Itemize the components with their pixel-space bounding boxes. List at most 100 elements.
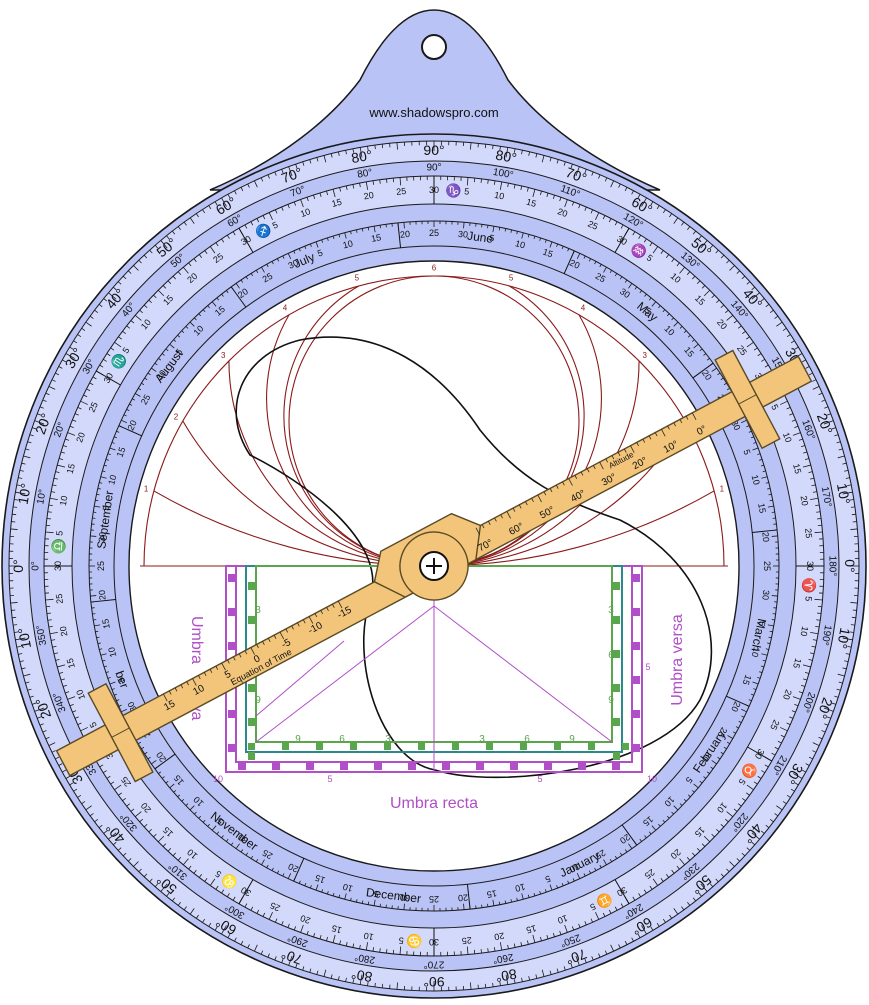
umbra-stripe bbox=[613, 650, 620, 658]
zodiac-sign-icon: ♑ bbox=[445, 183, 462, 199]
umbra-tick-label: 9 bbox=[295, 734, 301, 745]
zodiac-tick bbox=[488, 180, 489, 184]
limb-tick bbox=[493, 983, 494, 987]
umbra-tick-label: 6 bbox=[524, 734, 530, 745]
calendar-tick bbox=[404, 904, 405, 910]
hour-number: 1 bbox=[144, 484, 149, 493]
ecliptic-longitude-label: 0° bbox=[31, 561, 42, 571]
calendar-tick bbox=[772, 596, 778, 597]
hour-number: 3 bbox=[221, 351, 226, 360]
zodiac-tick bbox=[488, 948, 489, 952]
umbra-stripe bbox=[238, 763, 246, 770]
zodiac-degree-number: 10 bbox=[363, 930, 375, 942]
umbra-stripe bbox=[554, 743, 561, 750]
zodiac-degree-number: 25 bbox=[54, 593, 65, 604]
zodiac-degree-number: 5 bbox=[54, 530, 64, 536]
umbra-stripe bbox=[476, 763, 484, 770]
umbra-stripe bbox=[248, 616, 255, 624]
zodiac-tick bbox=[380, 180, 381, 184]
umbra-tick-label: 10 bbox=[647, 774, 657, 784]
umbra-stripe bbox=[486, 743, 493, 750]
umbra-stripe bbox=[306, 763, 314, 770]
calendar-tick bbox=[464, 904, 465, 910]
altitude-degree-label: 90° bbox=[423, 974, 444, 990]
limb-tick bbox=[375, 145, 376, 149]
zodiac-degree-number: 10 bbox=[58, 495, 70, 507]
umbra-tick-label: 3 bbox=[479, 734, 485, 745]
altitude-degree-label: 0° bbox=[842, 559, 858, 572]
zodiac-degree-number: 25 bbox=[803, 528, 814, 539]
zodiac-degree-number: 10 bbox=[798, 625, 810, 637]
umbra-stripe bbox=[633, 642, 640, 650]
umbra-tick-label: 3 bbox=[255, 605, 261, 616]
umbra-tick-label: 6 bbox=[339, 734, 345, 745]
zodiac-tick bbox=[380, 948, 381, 952]
umbra-stripe bbox=[588, 743, 595, 750]
hour-number: 4 bbox=[283, 303, 288, 312]
zodiac-degree-number: 5 bbox=[803, 596, 813, 602]
umbra-stripe bbox=[578, 763, 586, 770]
calendar-day-number: 25 bbox=[96, 561, 106, 571]
hour-number: 1 bbox=[720, 484, 725, 493]
limb-tick bbox=[13, 625, 17, 626]
umbra-stripe bbox=[418, 743, 425, 750]
umbra-tick-label: 6 bbox=[608, 650, 614, 661]
altitude-degree-label: 0° bbox=[10, 559, 26, 572]
zodiac-tick bbox=[816, 620, 820, 621]
umbra-tick-label: 5 bbox=[327, 774, 332, 784]
umbra-stripe bbox=[248, 684, 255, 692]
hour-number: 2 bbox=[174, 413, 179, 422]
calendar-tick bbox=[499, 227, 500, 230]
umbra-tick-label: 10 bbox=[213, 774, 223, 784]
umbra-tick-label: 5 bbox=[537, 774, 542, 784]
umbra-stripe bbox=[452, 743, 459, 750]
calendar-day-number: 20 bbox=[458, 892, 469, 903]
calendar-tick bbox=[95, 631, 98, 632]
umbra-stripe bbox=[408, 763, 416, 770]
zodiac-degree-number: 25 bbox=[396, 186, 407, 197]
calendar-day-number: 15 bbox=[370, 232, 382, 244]
umbra-stripe bbox=[613, 616, 620, 624]
umbra-stripe bbox=[613, 752, 620, 760]
calendar-day-number: 25 bbox=[762, 561, 772, 571]
umbra-stripe bbox=[228, 744, 235, 752]
umbra-stripe bbox=[622, 743, 629, 750]
umbra-stripe bbox=[633, 676, 640, 684]
calendar-day-number: 15 bbox=[100, 618, 112, 630]
zodiac-degree-number: 20 bbox=[363, 190, 375, 202]
umbra-stripe bbox=[248, 752, 255, 760]
limb-tick bbox=[493, 145, 494, 149]
calendar-tick bbox=[770, 500, 773, 501]
hour-number: 4 bbox=[581, 303, 586, 312]
umbra-tick-label: 9 bbox=[255, 695, 261, 706]
calendar-tick bbox=[90, 596, 96, 597]
zodiac-tick bbox=[48, 512, 52, 513]
umbra-stripe bbox=[228, 710, 235, 718]
zodiac-sign-icon: ♎ bbox=[51, 538, 67, 555]
umbra-stripe bbox=[350, 743, 357, 750]
calendar-tick bbox=[770, 631, 773, 632]
umbra-tick-label: 9 bbox=[608, 695, 614, 706]
umbra-stripe bbox=[442, 763, 450, 770]
umbra-tick-label: 9 bbox=[569, 734, 575, 745]
umbra-tick-label: 3 bbox=[385, 734, 391, 745]
umbra-recta-label: Umbra recta bbox=[390, 795, 478, 812]
zodiac-tick bbox=[816, 512, 820, 513]
limb-tick bbox=[851, 625, 855, 626]
calendar-tick bbox=[464, 222, 465, 228]
umbra-versa-label: Umbra versa bbox=[669, 614, 686, 706]
calendar-day-number: 20 bbox=[760, 532, 771, 543]
calendar-day-number: 25 bbox=[429, 228, 439, 238]
zodiac-degree-number: 20 bbox=[493, 930, 505, 942]
ecliptic-longitude-label: 180° bbox=[827, 556, 838, 577]
umbra-stripe bbox=[613, 684, 620, 692]
hour-number: 3 bbox=[642, 351, 647, 360]
umbra-stripe bbox=[248, 718, 255, 726]
calendar-day-number: 25 bbox=[429, 894, 439, 904]
umbra-stripe bbox=[612, 763, 620, 770]
calendar-day-number: 20 bbox=[97, 590, 108, 601]
umbra-stripe bbox=[272, 763, 280, 770]
calendar-day-number: 30 bbox=[760, 590, 771, 601]
